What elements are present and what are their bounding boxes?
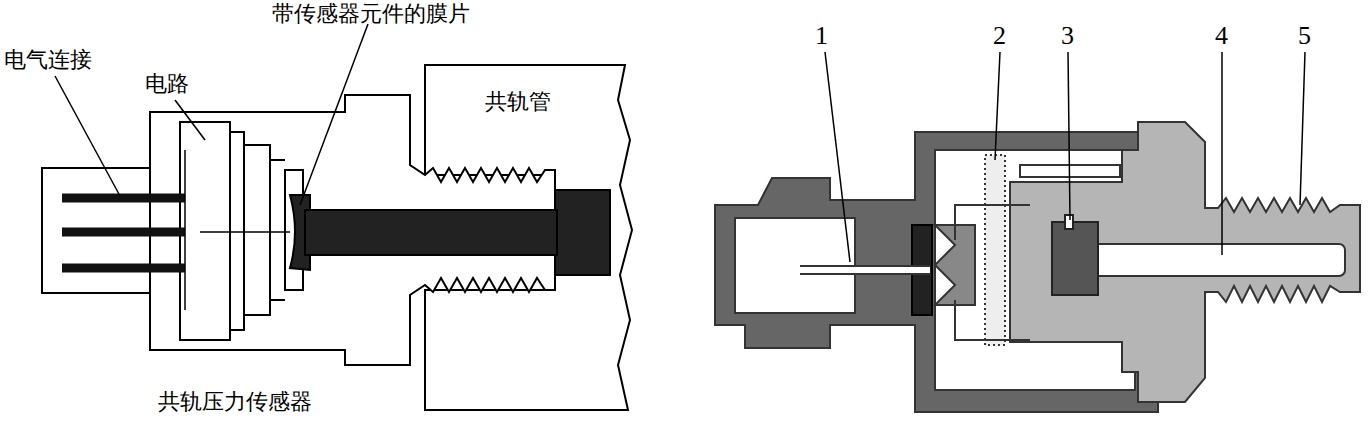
rail-plug: [555, 190, 610, 275]
pressure-channel: [305, 210, 557, 255]
callout-number: 1: [815, 22, 828, 51]
sensor-element: [1052, 222, 1098, 295]
part-label: 带传感器元件的膜片: [272, 2, 470, 26]
callout-number: 4: [1215, 22, 1228, 51]
callout-number: 2: [993, 22, 1006, 51]
callout-number: 5: [1298, 22, 1311, 51]
pressure-bore: [1065, 244, 1345, 276]
hex-body: [1010, 122, 1360, 402]
leader-lines: [825, 52, 1305, 262]
leader-lines: [55, 24, 368, 205]
callout-number: 3: [1061, 22, 1074, 51]
part-label: 共轨管: [485, 90, 551, 114]
sensor-shell: [715, 132, 1158, 412]
circuit-board: [180, 122, 230, 340]
figure-caption: 共轨压力传感器: [158, 390, 312, 414]
part-label: 电路: [145, 72, 189, 96]
pins: [62, 198, 185, 268]
circuit-board: [985, 155, 1005, 345]
part-label: 电气连接: [4, 48, 92, 72]
